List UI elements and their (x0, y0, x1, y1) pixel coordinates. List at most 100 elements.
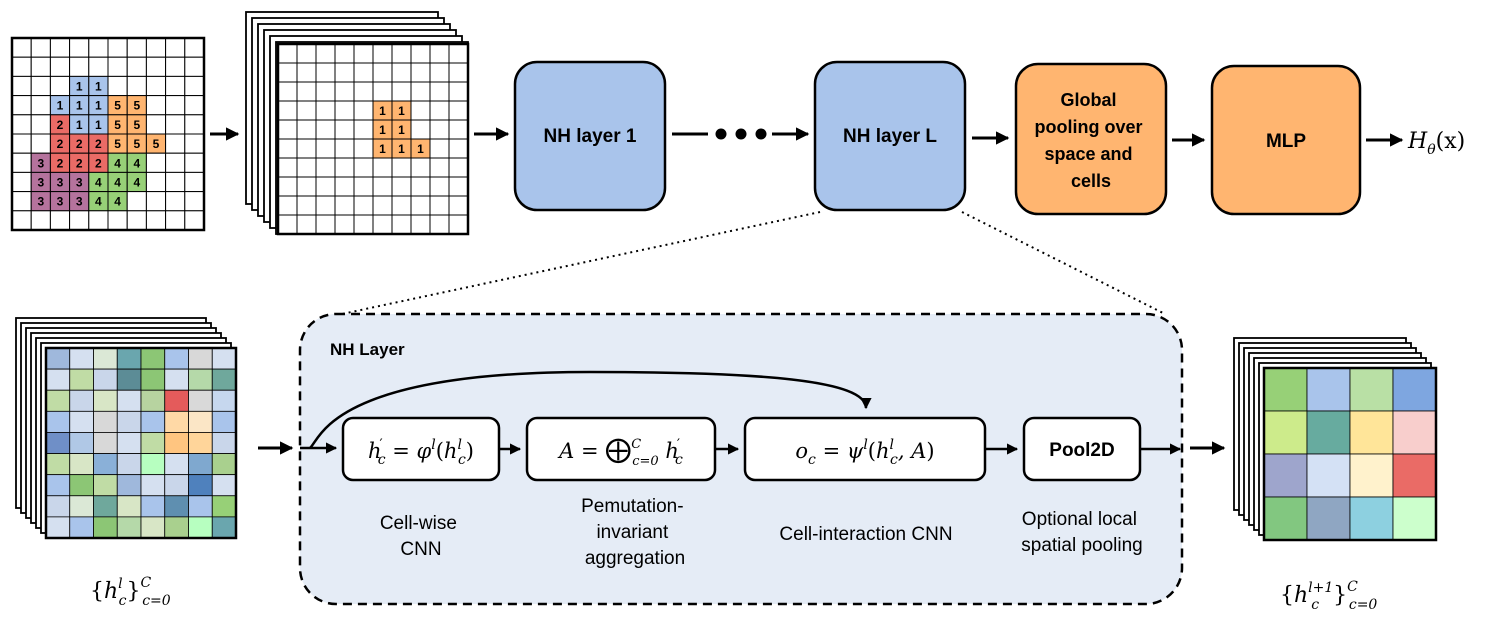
input-grid-cell (126, 37, 147, 58)
input-heatmap-cell (69, 474, 94, 497)
input-heatmap-cell (188, 347, 213, 370)
output-heatmap-cell (1263, 410, 1308, 455)
input-grid-cell-label: 5 (133, 99, 140, 113)
input-heatmap-cell (188, 389, 213, 412)
mask-grid-cell (315, 176, 336, 197)
mask-grid-cell (353, 62, 374, 83)
input-grid-cell (165, 75, 186, 97)
input-grid-cell (30, 114, 51, 135)
input-grid-cell-label: 3 (57, 195, 64, 209)
input-heatmap-cell (188, 368, 213, 391)
mask-grid-cell (296, 157, 317, 178)
mask-grid-cell (315, 157, 336, 178)
input-grid-cell-label: 5 (133, 118, 140, 132)
mask-grid-cell (315, 138, 336, 159)
input-grid-cell (11, 114, 32, 135)
mask-grid-cell (296, 138, 317, 159)
output-heatmap-cell (1349, 367, 1394, 412)
input-grid-cell (88, 56, 109, 77)
output-heatmap-cell (1263, 453, 1308, 498)
input-grid-cell (30, 75, 51, 97)
mask-grid-cell (429, 195, 450, 216)
mask-grid-cell (448, 119, 469, 140)
input-grid-cell (11, 210, 32, 231)
mask-grid-cell (429, 62, 450, 83)
mask-grid-cell (448, 62, 469, 83)
mask-grid-cell (277, 43, 298, 64)
input-grid-cell-label: 1 (76, 118, 83, 132)
input-grid-cell (145, 171, 167, 193)
nh-layer-1-label: NH layer 1 (544, 126, 637, 147)
mask-grid-cell (334, 100, 355, 121)
input-grid-cell (145, 95, 167, 116)
input-heatmap-cell (45, 347, 71, 370)
input-grid-cell (184, 37, 205, 58)
mask-grid-cell (277, 195, 298, 216)
input-heatmap-cell (211, 432, 237, 454)
input-heatmap-cell (164, 516, 189, 539)
input-heatmap-cell (211, 368, 237, 391)
mask-grid-cell-label: 1 (417, 142, 424, 156)
input-heatmap-cell (188, 410, 213, 433)
mask-grid-cell (334, 157, 355, 178)
mask-grid-cell (296, 100, 317, 121)
input-grid-cell (11, 191, 32, 212)
mask-grid-cell (334, 119, 355, 140)
input-grid-cell (165, 210, 186, 231)
output-heatmap-cell (1263, 367, 1308, 412)
output-heatmap-cell (1349, 410, 1394, 455)
output-heatmap-cell (1306, 496, 1351, 541)
input-grid-cell (88, 210, 109, 231)
input-grid-cell (184, 75, 205, 97)
input-grid-cell (165, 133, 186, 154)
mask-grid-cell (277, 157, 298, 178)
mask-grid-cell-label: 1 (398, 123, 405, 137)
input-heatmap-cell (164, 432, 189, 454)
input-grid-cell-label: 2 (95, 137, 102, 151)
input-heatmap-cell (140, 432, 166, 454)
mask-grid-cell (448, 195, 469, 216)
input-grid-cell (107, 75, 128, 97)
mask-grid-cell (448, 176, 469, 197)
input-grid-cell (184, 171, 205, 193)
output-heatmap-cell (1392, 410, 1437, 455)
input-grid-cell-label: 3 (57, 176, 64, 190)
input-heatmap-cell (140, 495, 166, 518)
input-heatmap-cell (93, 474, 118, 497)
input-grid-cell-label: 1 (57, 99, 64, 113)
input-grid-cell-label: 1 (76, 99, 83, 113)
skip-connection-arrow (309, 370, 872, 449)
ellipsis-dots (715, 128, 767, 140)
input-heatmap-cell (164, 410, 189, 433)
input-heatmap-cell (69, 495, 94, 518)
mask-grid-cell (429, 157, 450, 178)
mask-grid-cell-label: 1 (379, 123, 386, 137)
input-heatmap-cell (116, 347, 142, 370)
input-grid-cell (126, 75, 147, 97)
nh-layer-title: NH Layer (330, 340, 405, 359)
input-heatmap-cell (93, 453, 118, 476)
input-grid-cell (184, 95, 205, 116)
input-heatmap-cell (140, 474, 166, 497)
input-heatmap-cell (140, 516, 166, 539)
input-grid-cell (145, 56, 167, 77)
pool2d-label: Pool2D (1049, 440, 1114, 461)
mask-grid-cell (448, 157, 469, 178)
svg-text:{hl+1c}Cc=0: {hl+1c}Cc=0 (1280, 579, 1377, 613)
global-pooling-label: Global pooling over space and cells (1034, 90, 1147, 191)
input-grid-cell (11, 75, 32, 97)
input-heatmap-cell (140, 410, 166, 433)
mask-grid-cell (296, 176, 317, 197)
input-heatmap-cell (45, 453, 71, 476)
input-grid-cell (165, 114, 186, 135)
mask-grid-cell-label: 1 (398, 142, 405, 156)
input-heatmap-cell (188, 453, 213, 476)
input-grid-cell (126, 191, 147, 212)
input-heatmap-cell (211, 453, 237, 476)
mask-grid-cell (372, 214, 393, 235)
input-heatmap-cell (140, 389, 166, 412)
input-grid-cell (107, 37, 128, 58)
mask-grid-cell (429, 100, 450, 121)
mask-grid-cell (315, 100, 336, 121)
